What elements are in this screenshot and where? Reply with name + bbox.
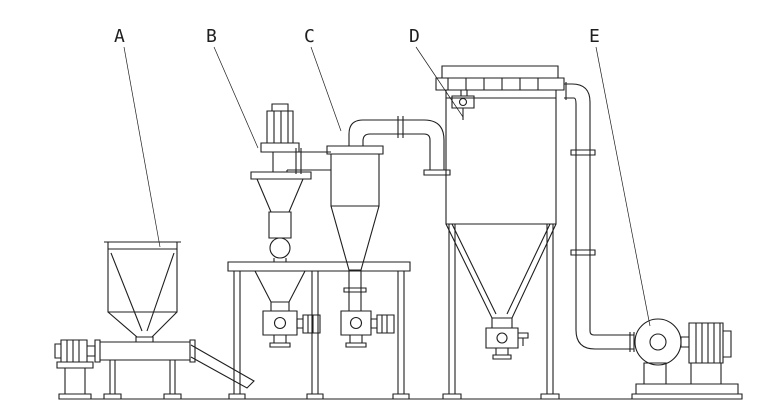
fan-discharge — [643, 362, 667, 385]
screw-conveyor — [94, 339, 196, 363]
label-d: D — [409, 26, 420, 47]
feed-chute — [190, 344, 255, 389]
filter-top-valve — [451, 90, 475, 120]
bin-outline — [104, 241, 181, 343]
bin-legs — [103, 360, 182, 400]
cyclone-discharge — [340, 270, 372, 348]
rotary-valve-b-circle — [273, 316, 287, 330]
filter-valve-gauge — [458, 97, 468, 107]
fan-base — [631, 383, 743, 400]
rotary-valve-c-motor — [370, 314, 395, 334]
component-a-feed-bin — [54, 241, 255, 400]
label-a: A — [114, 26, 125, 47]
filter-legs — [442, 224, 560, 400]
mill-discharge-hopper — [254, 270, 306, 348]
support-table — [227, 261, 411, 400]
mill-top-motor — [260, 103, 300, 153]
leader-line-c — [310, 46, 342, 132]
cyclone-body — [326, 145, 384, 271]
labels: A B C D E — [114, 26, 651, 327]
duct-filter-to-fan — [564, 82, 635, 352]
feeder-motor — [54, 339, 96, 400]
fan-motor — [680, 322, 732, 384]
filter-valve-circle — [496, 332, 508, 344]
leader-line-b — [213, 46, 259, 149]
mill-flange-circle — [269, 237, 291, 259]
label-b: B — [206, 26, 217, 47]
filter-discharge — [485, 317, 529, 360]
leader-line-d — [415, 46, 464, 118]
fan-inlet-eye — [649, 333, 667, 351]
component-b-mill — [250, 103, 331, 348]
filter-top-cap — [435, 65, 565, 91]
component-c-cyclone — [326, 116, 451, 348]
mill-body — [250, 171, 312, 262]
component-e-fan — [631, 318, 743, 400]
label-e: E — [589, 26, 600, 47]
rotary-valve-b-motor — [296, 314, 321, 334]
table-top-and-legs — [227, 261, 411, 400]
duct-cyclone-to-filter — [348, 116, 451, 176]
duct-outline — [564, 82, 635, 352]
leader-line-e — [595, 46, 651, 327]
rotary-valve-c-circle — [349, 316, 363, 330]
label-c: C — [304, 26, 315, 47]
leader-line-a — [123, 46, 161, 248]
fan-scroll — [634, 318, 682, 366]
component-d-bag-filter — [435, 65, 565, 400]
duct-mill-to-cyclone — [272, 148, 331, 174]
filter-hopper — [445, 223, 557, 319]
